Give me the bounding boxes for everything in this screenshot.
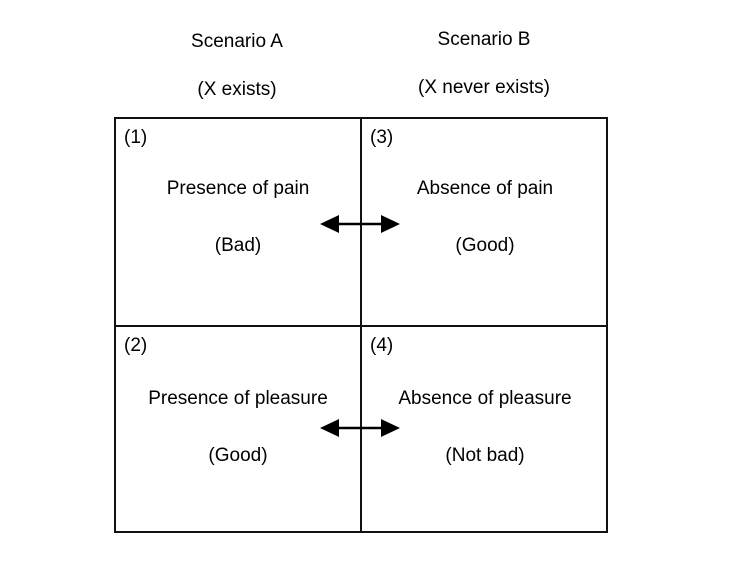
column-title-scenario-b: Scenario B	[437, 29, 531, 50]
quadrant-top-right-body: Absence of pain (Good)	[364, 179, 606, 255]
quadrant-number-3: (3)	[370, 127, 394, 148]
quadrant-top-right: (3) Absence of pain (Good)	[360, 119, 606, 325]
quadrant-number-1: (1)	[124, 127, 148, 148]
quadrant-top-left: (1) Presence of pain (Bad)	[116, 119, 360, 325]
quadrant-bottom-right-body: Absence of pleasure (Not bad)	[364, 389, 606, 465]
quadrant-bottom-left-body: Presence of pleasure (Good)	[116, 389, 360, 465]
quadrant-bottom-left-value: (Good)	[208, 445, 268, 466]
quadrant-number-2: (2)	[124, 335, 148, 356]
quadrant-bottom-right-value: (Not bad)	[445, 445, 525, 466]
quadrant-top-right-value: (Good)	[455, 235, 515, 256]
quadrant-top-left-label: Presence of pain	[166, 178, 310, 199]
quadrant-top-right-label: Absence of pain	[416, 178, 554, 199]
column-header-scenario-a: Scenario A (X exists)	[114, 32, 360, 99]
quadrant-top-left-body: Presence of pain (Bad)	[116, 179, 360, 255]
quadrant-top-left-value: (Bad)	[214, 235, 262, 256]
quadrant-bottom-left-label: Presence of pleasure	[148, 388, 328, 409]
quadrant-bottom-right-label: Absence of pleasure	[398, 388, 572, 409]
quadrant-number-4: (4)	[370, 335, 394, 356]
column-subtitle-scenario-a: (X exists)	[197, 79, 277, 100]
column-subtitle-scenario-b: (X never exists)	[418, 77, 550, 98]
quadrant-matrix: (1) Presence of pain (Bad) (3) Absence o…	[114, 117, 608, 533]
quadrant-bottom-left: (2) Presence of pleasure (Good)	[116, 325, 360, 531]
quadrant-bottom-right: (4) Absence of pleasure (Not bad)	[360, 325, 606, 531]
column-title-scenario-a: Scenario A	[191, 31, 283, 52]
column-header-scenario-b: Scenario B (X never exists)	[360, 30, 608, 97]
